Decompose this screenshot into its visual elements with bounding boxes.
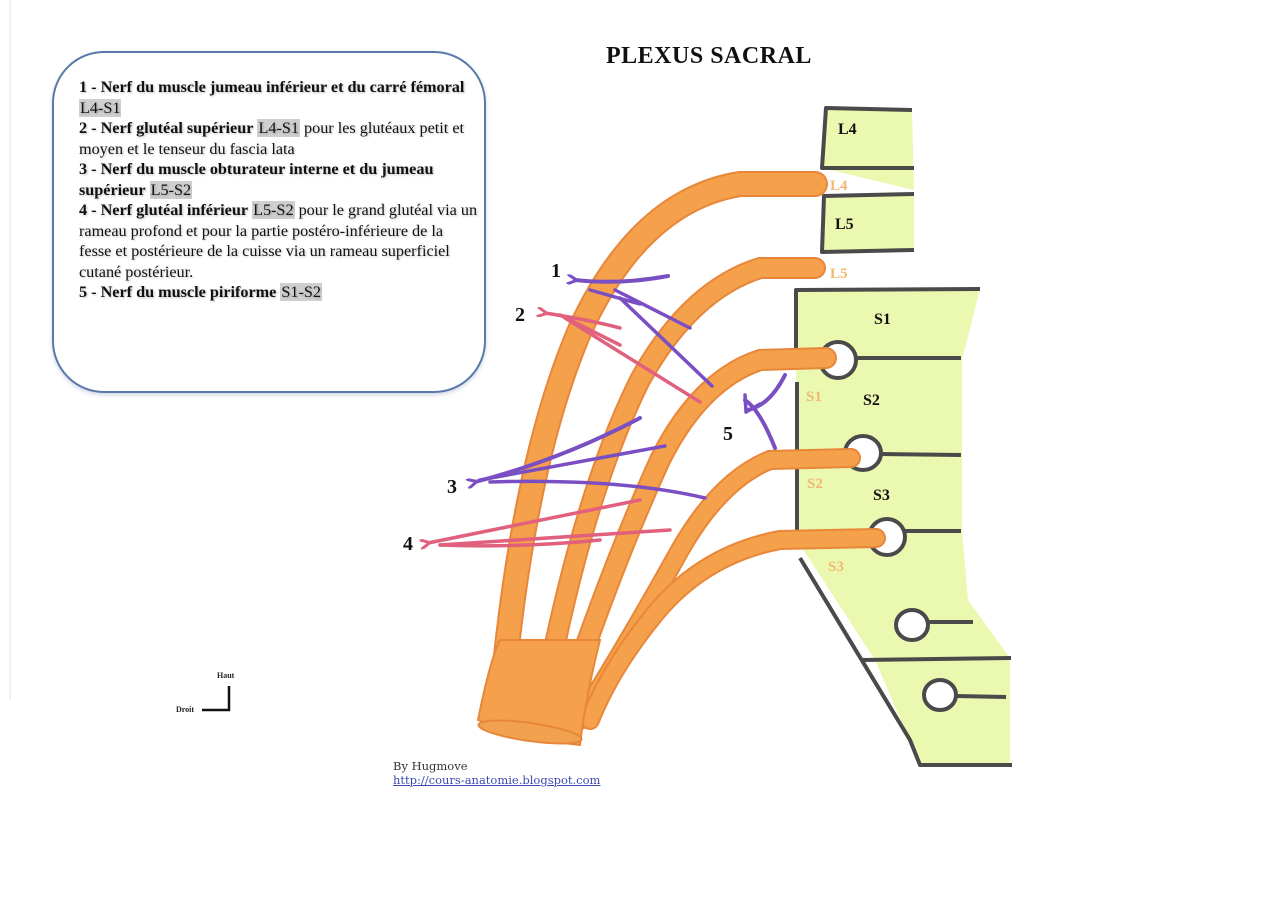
orientation-side-label: Droit <box>176 705 195 714</box>
orientation-marker <box>202 686 231 712</box>
legend-text: 1 - Nerf du muscle jumeau inférieur et d… <box>79 77 479 303</box>
legend-nerve-name: Nerf glutéal supérieur <box>100 119 254 137</box>
legend-number: 2 <box>79 119 88 137</box>
legend-item-3: 3 - Nerf du muscle obturateur interne et… <box>79 160 434 199</box>
branch-number-5: 5 <box>723 423 733 445</box>
foramen <box>894 608 930 642</box>
orientation-up-label: Haut <box>217 671 235 680</box>
branch-number-3: 3 <box>447 476 457 498</box>
legend-description: pour le grand glutéal via un rameau prof… <box>79 201 478 281</box>
legend-number: 5 <box>79 283 88 301</box>
vertebra-label: S3 <box>873 487 890 504</box>
credit-link[interactable]: http://cours-anatomie.blogspot.com <box>393 773 601 787</box>
vertebra-label: L5 <box>835 216 854 233</box>
legend-levels: L4-S1 <box>79 98 122 117</box>
vertebra-L5 <box>820 192 915 254</box>
legend-number: 4 <box>79 201 88 219</box>
root-label: S1 <box>806 389 822 405</box>
legend-item-4: 4 - Nerf glutéal inférieur L5-S2 pour le… <box>79 201 478 281</box>
vertebra-label: S2 <box>863 392 880 409</box>
legend-box <box>52 51 486 393</box>
legend-number: 3 <box>79 160 88 178</box>
legend-levels: L5-S2 <box>149 180 193 199</box>
vertebra-label: L4 <box>838 121 857 138</box>
legend-number: 1 <box>79 78 88 96</box>
branch-2 <box>545 313 622 330</box>
legend-levels: L5-S2 <box>252 201 295 219</box>
root-label: L5 <box>830 266 848 282</box>
legend-levels: L4-S1 <box>257 119 300 137</box>
branch-4 <box>428 498 642 543</box>
legend-nerve-name: Nerf glutéal inférieur <box>100 201 249 219</box>
branch-number-1: 1 <box>551 260 561 282</box>
page-edge <box>9 0 11 700</box>
vertebra-label: S1 <box>874 311 891 328</box>
root-label: L4 <box>830 178 848 194</box>
legend-nerve-name: Nerf du muscle jumeau inférieur et du ca… <box>100 78 465 96</box>
legend-nerve-name: Nerf du muscle obturateur interne et du … <box>79 160 434 199</box>
branch-5 <box>743 373 787 450</box>
branch-1 <box>575 274 670 282</box>
legend-description: pour les glutéaux petit et moyen et le t… <box>79 119 465 158</box>
vertebra-L4 <box>820 106 914 190</box>
credit-author: By Hugmove <box>393 759 468 773</box>
diagram-title: PLEXUS SACRAL <box>606 43 812 69</box>
root-label: S3 <box>828 559 844 575</box>
legend-item-5: 5 - Nerf du muscle piriforme S1-S2 <box>79 283 322 301</box>
legend-item-1: 1 - Nerf du muscle jumeau inférieur et d… <box>79 78 465 117</box>
branch-number-4: 4 <box>403 533 413 555</box>
legend-nerve-name: Nerf du muscle piriforme <box>100 283 277 301</box>
credit: By Hugmove http://cours-anatomie.blogspo… <box>393 759 600 787</box>
branches <box>428 274 787 546</box>
legend-levels: S1-S2 <box>280 283 322 301</box>
nerve-roots <box>476 171 886 747</box>
foramen <box>922 678 958 712</box>
legend-item-2: 2 - Nerf glutéal supérieur L4-S1 pour le… <box>79 119 465 158</box>
branch-number-2: 2 <box>515 304 525 326</box>
root-label: S2 <box>807 476 823 492</box>
